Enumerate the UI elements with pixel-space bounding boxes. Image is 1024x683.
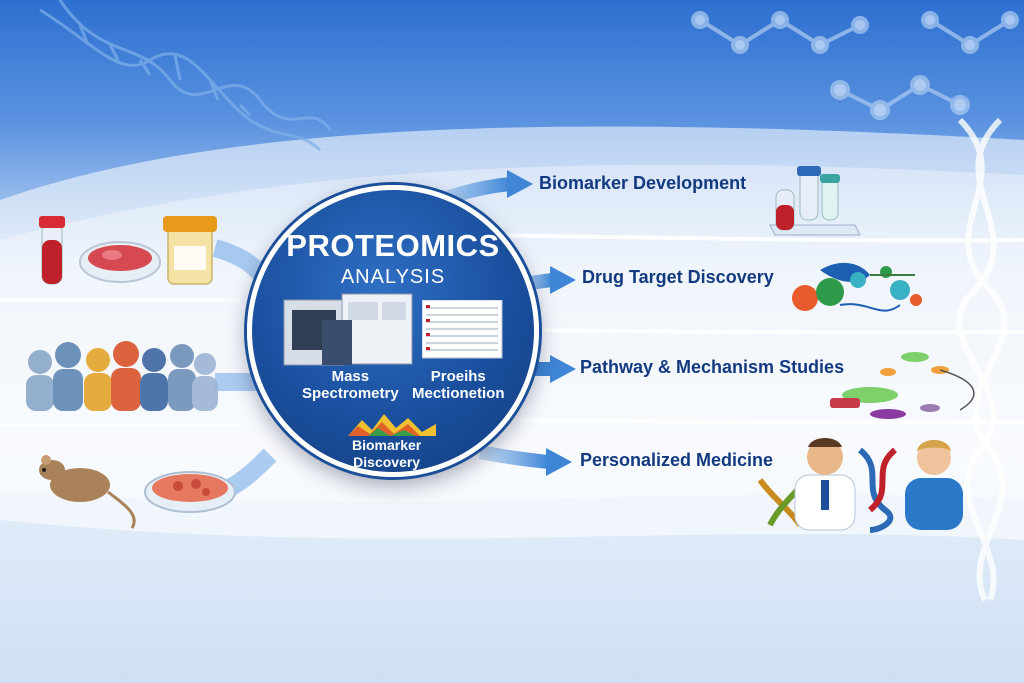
- hub-title: PROTEOMICS: [286, 228, 500, 263]
- hub-subtitle: ANALYSIS: [340, 266, 446, 288]
- dna-helix-icon: [39, 0, 332, 152]
- doctor-patient-dna-icon: [757, 438, 963, 533]
- molecule-structure-icon: [691, 11, 1019, 120]
- output-drug-target-discovery: Drug Target Discovery: [582, 267, 774, 287]
- cell-culture-dish-icon: [144, 471, 236, 513]
- pathway-diagram-icon: [830, 352, 975, 419]
- people-group-icon: [26, 341, 218, 411]
- blood-tube-icon: [39, 216, 65, 285]
- output-biomarker-development: Biomarker Development: [539, 173, 747, 193]
- molecular-network-icon: [792, 262, 922, 312]
- output-personalized-medicine: Personalized Medicine: [580, 450, 774, 470]
- tissue-dish-icon: [79, 241, 161, 283]
- output-arrows: [437, 170, 576, 476]
- mass-spectrometer-icon: [283, 293, 413, 366]
- output-pathway-mechanism-studies: Pathway & Mechanism Studies: [580, 357, 845, 377]
- sample-jar-icon: [163, 216, 217, 285]
- biomarker-peaks-icon: [348, 414, 436, 436]
- proteomics-hub: PROTEOMICS ANALYSIS Ma: [247, 185, 539, 477]
- rat-icon: [39, 455, 136, 529]
- protein-data-sheet-icon: [422, 300, 503, 359]
- dna-helix-right-icon: [956, 117, 1008, 602]
- test-tubes-icon: [769, 166, 861, 236]
